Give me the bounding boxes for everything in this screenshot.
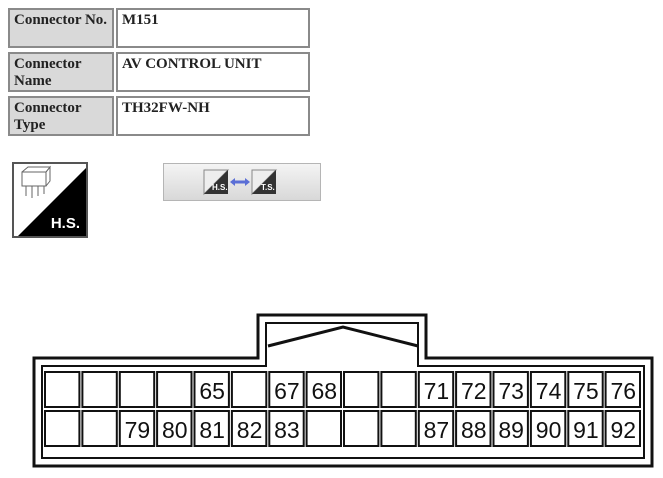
pin-cell (455, 410, 492, 447)
pin-cell (81, 410, 118, 447)
harness-side-label: H.S. (50, 215, 80, 232)
pin-cell (343, 371, 380, 408)
pin-cell (81, 371, 118, 408)
pin-cell (380, 410, 417, 447)
connector-number-row: Connector No. M151 (8, 8, 310, 48)
toggle-hs-label: H.S. (212, 183, 228, 192)
pin-cell (118, 371, 156, 408)
pin-cell (417, 410, 455, 447)
pin-cell (44, 410, 81, 447)
pin-number: 80 (162, 417, 188, 443)
pin-number: 73 (498, 378, 524, 404)
connector-type-value: TH32FW-NH (116, 96, 310, 136)
connector-number-label: Connector No. (8, 8, 114, 48)
pin-cell (268, 410, 305, 447)
pin-number: 72 (461, 378, 487, 404)
connector-name-value: AV CONTROL UNIT (116, 52, 310, 92)
toggle-ts-label: T.S. (261, 183, 275, 192)
pin-number: 76 (611, 378, 637, 404)
pin-number: 83 (274, 417, 300, 443)
hs-ts-toggle-icon (203, 169, 278, 196)
pin-number: 71 (424, 378, 450, 404)
pin-cell (268, 371, 305, 408)
connector-info-table: Connector No. M151 Connector Name AV CON… (8, 8, 310, 140)
pin-number: 74 (536, 378, 562, 404)
pin-cell (567, 410, 604, 447)
pin-cell (305, 371, 343, 408)
pin-cell (492, 410, 529, 447)
lock-tab (267, 325, 419, 348)
pin-cell (118, 410, 156, 447)
pin-cell (604, 410, 641, 447)
pin-cell (604, 371, 641, 408)
pin-cell (230, 371, 268, 408)
pin-number: 90 (536, 417, 562, 443)
pin-number: 75 (573, 378, 599, 404)
pin-cell (230, 410, 268, 447)
pin-cell (417, 371, 455, 408)
pin-cell (156, 410, 193, 447)
connector-name-label: Connector Name (8, 52, 114, 92)
pin-number: 82 (237, 417, 263, 443)
pin-cell (343, 410, 380, 447)
pin-cell (455, 371, 492, 408)
harness-side-icon: H.S. (12, 162, 88, 238)
pin-cell (193, 371, 230, 408)
pin-number: 88 (461, 417, 487, 443)
connector-name-row: Connector Name AV CONTROL UNIT (8, 52, 310, 92)
pin-cell (156, 371, 193, 408)
pin-grid: 65 67 68 71 72 73 74 75 76 79 80 81 82 83 87 88 89 90 91 92 (44, 371, 641, 447)
pin-number: 67 (274, 378, 300, 404)
pin-cell (193, 410, 230, 447)
pin-number: 91 (573, 417, 599, 443)
pin-number: 65 (199, 378, 225, 404)
pin-cell (380, 371, 417, 408)
harness-side-graphic (18, 165, 86, 236)
connector-outline (32, 313, 654, 468)
view-toggle-button[interactable]: H.S. T.S. (163, 163, 321, 201)
pin-cell (529, 410, 567, 447)
pin-cell (44, 371, 81, 408)
connector-type-row: Connector Type TH32FW-NH (8, 96, 310, 136)
pin-number: 68 (312, 378, 338, 404)
connector-type-label: Connector Type (8, 96, 114, 136)
connector-inner-outline (41, 322, 645, 459)
connector-number-value: M151 (116, 8, 310, 48)
pin-cell (567, 371, 604, 408)
pin-number: 81 (199, 417, 225, 443)
pin-cell (305, 410, 343, 447)
pin-number: 92 (611, 417, 637, 443)
pin-cell (529, 371, 567, 408)
pin-number: 89 (498, 417, 524, 443)
pin-number: 79 (125, 417, 151, 443)
pin-number: 87 (424, 417, 450, 443)
pin-cell (492, 371, 529, 408)
